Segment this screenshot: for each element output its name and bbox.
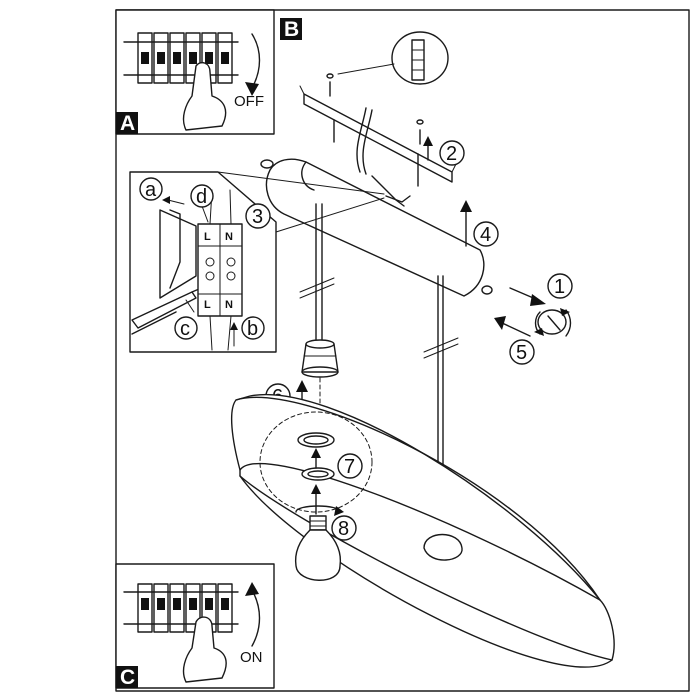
step-5-number: 5 bbox=[516, 342, 527, 364]
step-7-marker bbox=[337, 453, 363, 479]
hand-icon bbox=[182, 616, 227, 683]
panel-c: ON C bbox=[115, 563, 275, 689]
panel-c-tab bbox=[116, 666, 138, 688]
panel-b-frame bbox=[115, 9, 690, 692]
step-3-marker bbox=[245, 203, 271, 229]
detail-circle bbox=[259, 411, 373, 513]
panel-c-letter: C bbox=[120, 666, 135, 689]
breaker-rail-icon bbox=[123, 32, 239, 84]
step-4-number: 4 bbox=[480, 224, 491, 246]
ceiling-bracket bbox=[299, 85, 457, 183]
step-8-marker bbox=[331, 515, 357, 541]
panel-b-tab bbox=[280, 18, 302, 40]
ceiling-wire bbox=[356, 107, 367, 173]
step-7-number: 7 bbox=[344, 456, 355, 478]
switch-off-label: OFF bbox=[234, 93, 264, 110]
step-1-number: 1 bbox=[554, 276, 565, 298]
second-bulb-icon bbox=[423, 533, 463, 561]
step-8-number: 8 bbox=[338, 518, 349, 540]
detail-label-d: d bbox=[196, 186, 207, 208]
breaker-rail-icon bbox=[123, 583, 239, 633]
panel-a-letter: A bbox=[120, 112, 135, 135]
wall-plug-detail bbox=[337, 31, 449, 85]
wiring-detail: L N L N a b c d bbox=[129, 171, 385, 353]
step-4-marker: 4 bbox=[460, 200, 499, 247]
connector bbox=[371, 175, 405, 207]
step-2-number: 2 bbox=[446, 143, 457, 165]
step-2-marker: 2 bbox=[423, 136, 465, 166]
panel-a: OFF A bbox=[115, 9, 275, 135]
socket-holder bbox=[301, 339, 339, 378]
detail-label-a: a bbox=[145, 179, 157, 201]
terminal-label: N bbox=[225, 299, 233, 311]
screws bbox=[326, 73, 424, 187]
canopy bbox=[260, 158, 485, 297]
detail-label-c: c bbox=[180, 318, 190, 340]
step-3-number: 3 bbox=[252, 206, 263, 228]
terminal-label: L bbox=[204, 299, 211, 311]
switch-on-label: ON bbox=[240, 649, 263, 666]
ring-nut bbox=[301, 467, 335, 481]
panel-a-tab bbox=[116, 112, 138, 134]
detail-label-b: b bbox=[247, 318, 258, 340]
panel-b-letter: B bbox=[284, 18, 299, 41]
side-screw: 1 5 bbox=[481, 273, 573, 365]
bulb-icon bbox=[294, 515, 342, 581]
hand-icon bbox=[182, 61, 227, 131]
ring-top bbox=[297, 432, 335, 448]
terminal-label: L bbox=[204, 231, 211, 243]
lamp-shade bbox=[231, 393, 615, 668]
terminal-label: N bbox=[225, 231, 233, 243]
suspension-cables bbox=[299, 203, 459, 471]
